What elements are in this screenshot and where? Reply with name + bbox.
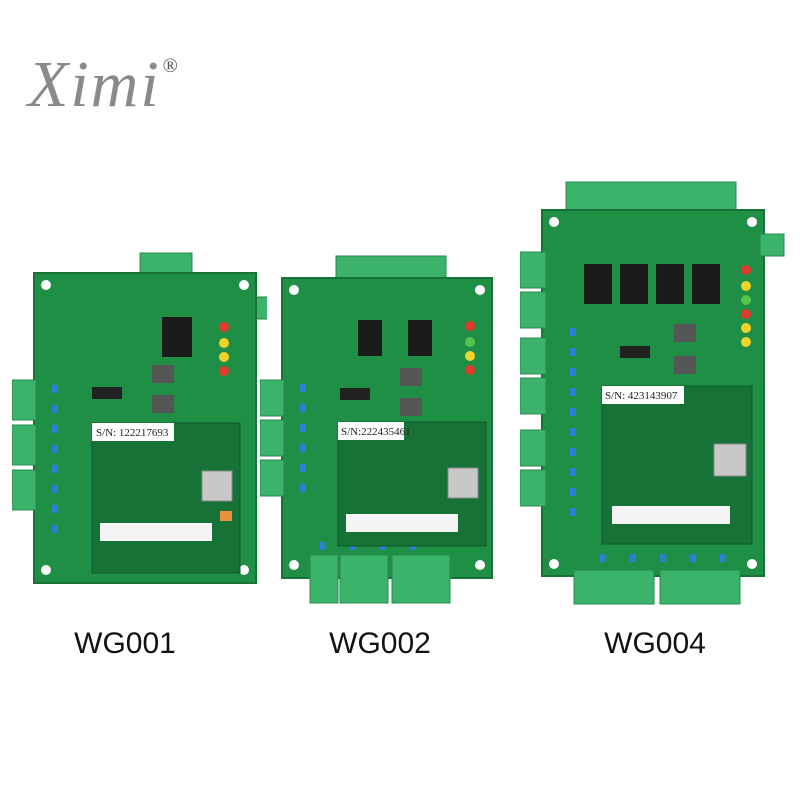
board-wg004: S/N: 423143907 — [520, 178, 790, 608]
board-wg002-serial: S/N:222435461 — [341, 426, 411, 438]
registered-mark: ® — [162, 55, 180, 77]
caption-wg001: WG001 — [74, 627, 176, 660]
board-wg004-illustration: S/N: 423143907 — [520, 181, 785, 605]
brand-logo: Ximi® — [28, 52, 178, 118]
brand-logo-text: Ximi — [28, 48, 161, 121]
board-wg002-illustration: S/N:222435461 — [260, 255, 493, 604]
board-wg001-illustration: S/N: 122217693 — [12, 252, 267, 584]
board-wg001-serial: S/N: 122217693 — [96, 427, 169, 439]
caption-wg004: WG004 — [604, 627, 706, 660]
board-wg001: S/N: 122217693 — [12, 245, 267, 585]
board-wg004-serial: S/N: 423143907 — [605, 390, 678, 402]
board-wg002: S/N:222435461 — [260, 250, 505, 610]
caption-wg002: WG002 — [329, 627, 431, 660]
